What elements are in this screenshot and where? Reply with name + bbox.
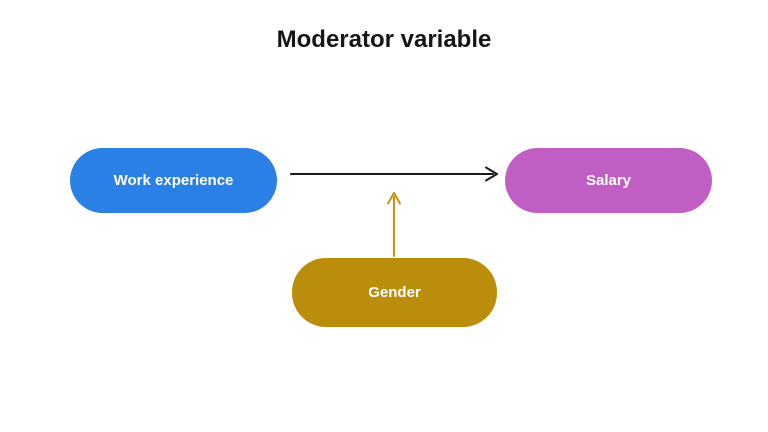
node-work-experience: Work experience — [70, 148, 277, 213]
node-gender-label: Gender — [368, 284, 421, 301]
arrowhead-right-icon — [485, 166, 498, 182]
node-gender: Gender — [292, 258, 497, 327]
node-salary-label: Salary — [585, 172, 632, 189]
node-work-experience-label: Work experience — [113, 172, 234, 189]
arrowhead-up-icon — [387, 192, 401, 205]
node-salary: Salary — [505, 148, 712, 213]
direct-effect-arrow — [290, 166, 498, 182]
moderator-arrow — [387, 192, 401, 257]
page-title: Moderator variable — [276, 26, 492, 53]
